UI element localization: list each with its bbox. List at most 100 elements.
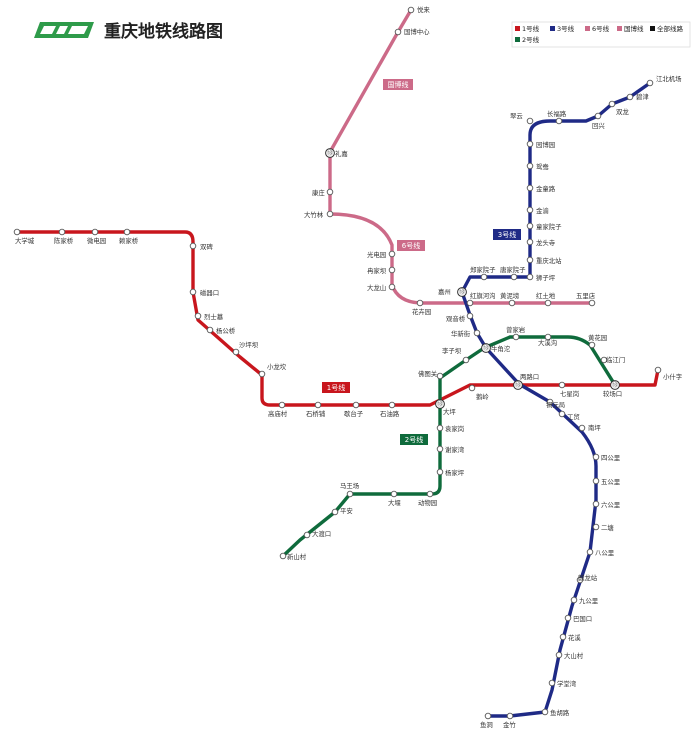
station-marker[interactable] [570,596,578,604]
station-marker[interactable] [512,333,520,341]
station-cqk[interactable]: 磁器口 [189,288,219,297]
station-marker[interactable] [526,273,534,281]
station-hnb[interactable]: 黄泥塝 [500,291,520,307]
station-hx[interactable]: 回兴 [592,112,605,130]
station-gm[interactable]: 工贸 [558,410,580,421]
station-spb[interactable]: 沙坪坝 [232,340,259,356]
station-marker[interactable] [352,401,360,409]
station-yd[interactable]: 鱼洞 [480,712,493,729]
station-lyx[interactable]: 悦来 [407,5,430,14]
station-marker[interactable] [541,708,549,716]
station-marker[interactable] [592,523,600,531]
station-marker[interactable] [462,356,470,364]
station-marker[interactable] [394,28,402,36]
station-yy[interactable]: 鸳鸯 [526,162,549,171]
station-marker[interactable] [558,410,566,418]
station-marker[interactable] [303,531,311,539]
station-tjyz[interactable]: 唐家院子 [500,265,526,281]
station-zjyz[interactable]: 郑家院子 [470,265,496,281]
station-zjy[interactable]: 曾家岩 [506,325,526,341]
station-dwy[interactable]: 动物园 [418,490,437,507]
station-marker[interactable] [388,266,396,274]
station-el[interactable]: 鹅岭 [468,384,489,401]
interchange-marker[interactable] [481,343,491,353]
station-marker[interactable] [416,299,424,307]
station-np[interactable]: 南坪 [578,423,601,432]
station-yjg[interactable]: 袁家岗 [436,424,464,433]
station-kz[interactable]: 康庄 [312,188,334,197]
station-marker[interactable] [473,329,481,337]
station-bgl[interactable]: 八公里 [586,548,615,557]
station-htd[interactable]: 红土地 [536,291,556,307]
station-marker[interactable] [426,490,434,498]
station-xtw[interactable]: 学堂湾 [548,679,577,688]
station-wld[interactable]: 五里店 [576,291,596,307]
station-cy[interactable]: 翠云 [510,112,534,125]
interchange-marker[interactable] [457,287,467,297]
line3-path[interactable] [460,81,652,718]
station-marker[interactable] [436,424,444,432]
station-cfl[interactable]: 长福路 [547,109,567,125]
station-marker[interactable] [526,140,534,148]
station-tjyz3[interactable]: 童家院子 [526,222,562,231]
line1-path[interactable] [15,230,660,407]
station-marker[interactable] [576,576,584,584]
station-jtl[interactable]: 金童路 [526,184,556,193]
station-ftg[interactable]: 佛图关 [418,369,444,380]
station-marker[interactable] [123,228,131,236]
station-ltd[interactable]: 龙头寺 [526,238,556,247]
station-jbjc[interactable]: 江北机场 [646,74,682,87]
station-marker[interactable] [480,273,488,281]
station-sb[interactable]: 双碑 [189,242,213,251]
interchange-marker[interactable] [610,380,620,390]
station-marker[interactable] [388,401,396,409]
legend-item-line3[interactable]: 3号线 [550,24,575,33]
station-wdy[interactable]: 微电园 [87,228,106,245]
station-dzl[interactable]: 大竹林 [304,210,334,219]
badge-guobo[interactable]: 国博线 [383,79,413,90]
station-marker[interactable] [314,401,322,409]
station-lzb[interactable]: 李子坝 [442,346,470,364]
station-marker[interactable] [484,712,492,720]
station-marker[interactable] [388,250,396,258]
station-marker[interactable] [91,228,99,236]
station-marker[interactable] [592,500,600,508]
station-gyq[interactable]: 观音桥 [446,312,474,323]
station-gbzx[interactable]: 国博中心 [394,27,430,36]
station-dls[interactable]: 大龙山 [367,283,396,292]
station-marker[interactable] [206,326,214,334]
station-hxj[interactable]: 华新街 [451,329,481,338]
station-marker[interactable] [544,299,552,307]
station-dxg[interactable]: 大溪沟 [538,333,557,347]
station-hhy2[interactable]: 黄花园 [588,333,607,349]
station-hhy[interactable]: 花卉园 [412,299,431,316]
station-marker[interactable] [646,79,654,87]
legend-item-line6[interactable]: 6号线 [585,24,610,33]
station-marker[interactable] [526,222,534,230]
station-cqbz[interactable]: 重庆北站 [526,256,562,265]
station-marker[interactable] [546,398,554,406]
legend-item-all[interactable]: 全部线路 [650,24,684,33]
station-yjp[interactable]: 杨家坪 [436,468,465,477]
station-marker[interactable] [506,712,514,720]
station-marker[interactable] [390,490,398,498]
station-marker[interactable] [559,633,567,641]
station-marker[interactable] [564,614,572,622]
station-jy[interactable]: 金渝 [526,206,549,215]
station-sqp[interactable]: 石桥铺 [306,401,326,418]
station-marker[interactable] [555,117,563,125]
station-ddk[interactable]: 大渡口 [303,529,331,539]
station-marker[interactable] [526,184,534,192]
badge-line1[interactable]: 1号线 [322,382,350,393]
station-marker[interactable] [194,312,202,320]
legend-item-guobo[interactable]: 国博线 [617,24,644,33]
station-marker[interactable] [592,453,600,461]
station-marker[interactable] [232,348,240,356]
station-tyj[interactable]: 铜元局 [546,398,565,409]
station-marker[interactable] [588,299,596,307]
